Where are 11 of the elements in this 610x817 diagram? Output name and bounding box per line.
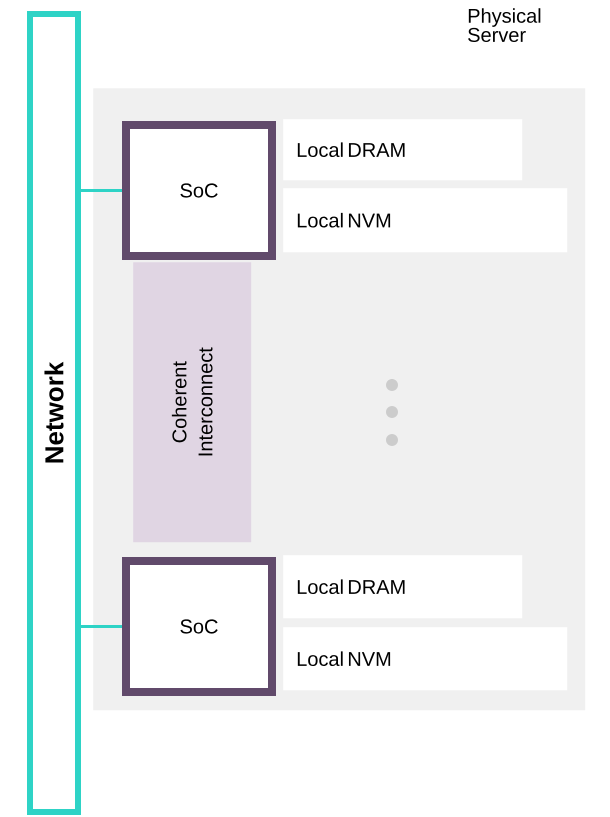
node-label: Physical Server: [468, 8, 540, 42]
network-bar: Network: [27, 11, 81, 815]
memory-box: Local NVM: [283, 627, 568, 690]
connector-line: [81, 189, 122, 192]
interconnect-box: Coherent Interconnect: [133, 262, 252, 542]
memory-box: Local DRAM: [283, 119, 522, 180]
soc-box: SoC: [122, 557, 276, 696]
connector-line: [81, 625, 122, 628]
memory-box: Local NVM: [283, 188, 568, 252]
memory-box: Local DRAM: [283, 555, 522, 618]
soc-box: SoC: [122, 121, 276, 260]
